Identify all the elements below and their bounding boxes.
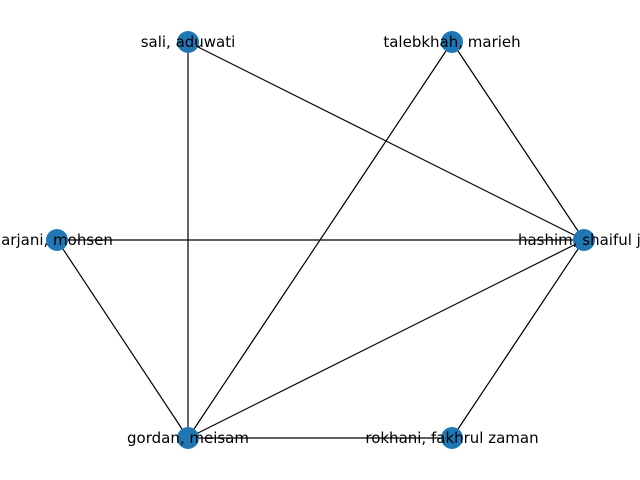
node-layer: [46, 31, 595, 449]
node-sali: [177, 31, 199, 53]
label-layer: sali, aduwati talebkhah, marieh arjani, mo…: [1, 33, 640, 447]
edge-arjani-gordan: [56, 239, 189, 439]
node-hashim: [573, 229, 595, 251]
node-label-hashim: hashim, shaiful ja: [518, 231, 640, 249]
edge-hashim-rokhani: [451, 239, 585, 439]
edge-hashim-gordan: [187, 239, 585, 439]
node-label-talebkhah: talebkhah, marieh: [383, 33, 520, 51]
node-label-rokhani: rokhani, fakhrul zaman: [365, 429, 538, 447]
node-rokhani: [441, 427, 463, 449]
edge-talebkhah-hashim: [451, 41, 585, 241]
node-label-arjani: arjani, mohsen: [1, 231, 113, 249]
node-gordan: [177, 427, 199, 449]
edge-layer: [56, 41, 585, 439]
node-arjani: [46, 229, 68, 251]
node-label-gordan: gordan, meisam: [127, 429, 249, 447]
node-label-sali: sali, aduwati: [141, 33, 236, 51]
node-talebkhah: [441, 31, 463, 53]
